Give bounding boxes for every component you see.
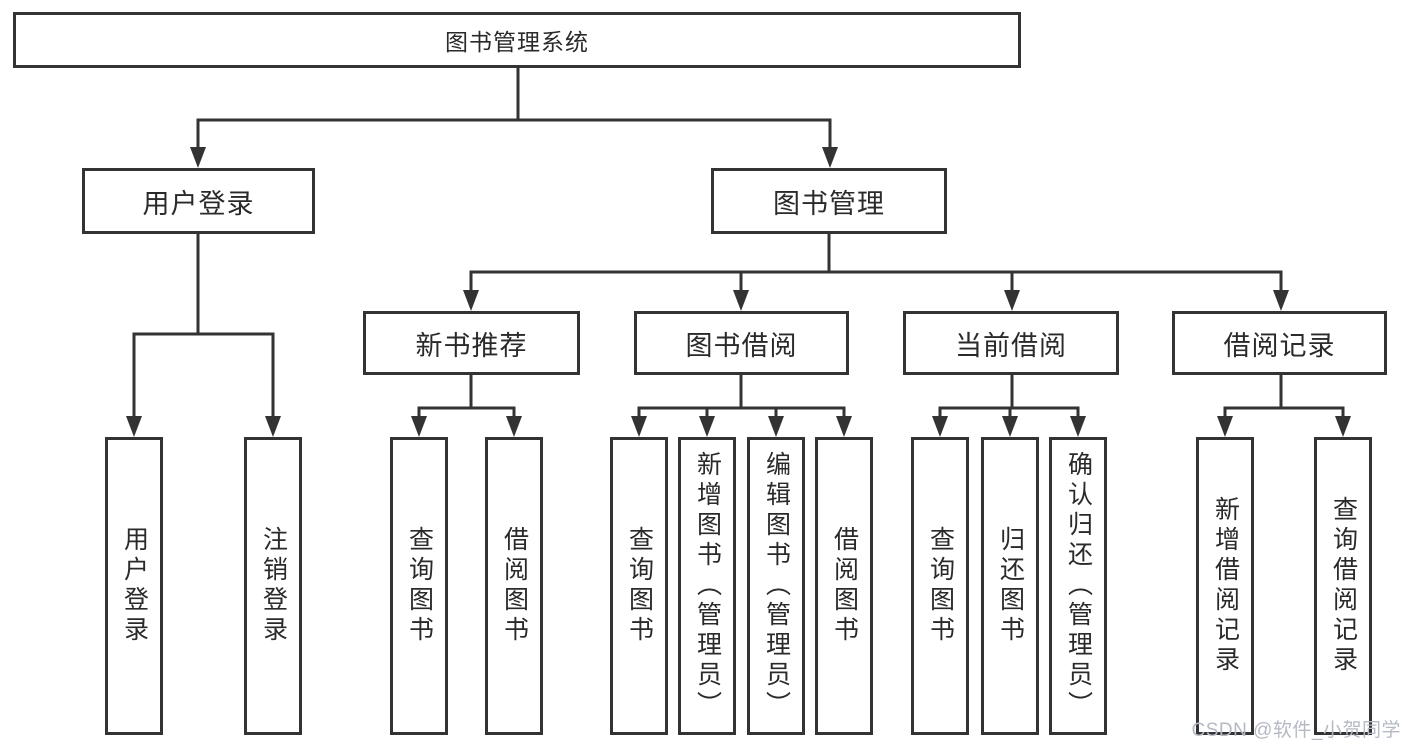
leaf-bb-query-books-label: 查询图书 xyxy=(625,526,654,646)
leaf-br-query-record: 查询借阅记录 xyxy=(1314,437,1372,735)
node-new-book-recommend: 新书推荐 xyxy=(363,311,580,375)
node-book-borrow: 图书借阅 xyxy=(634,311,849,375)
leaf-cb-return-books-label: 归还图书 xyxy=(996,526,1025,646)
node-book-management-label: 图书管理 xyxy=(773,188,885,219)
leaf-user-login-label: 用户登录 xyxy=(120,526,149,646)
leaf-bb-edit-books-admin: 编辑图书（管理员） xyxy=(747,437,805,735)
node-user-login: 用户登录 xyxy=(82,168,315,234)
node-root-label: 图书管理系统 xyxy=(445,29,589,55)
node-current-borrow-label: 当前借阅 xyxy=(955,330,1067,361)
leaf-nb-borrow-books-label: 借阅图书 xyxy=(500,526,529,646)
leaf-bb-query-books: 查询图书 xyxy=(610,437,668,735)
leaf-bb-add-books-admin-label: 新增图书（管理员） xyxy=(693,451,722,721)
node-new-book-recommend-label: 新书推荐 xyxy=(415,330,528,361)
leaf-nb-query-books-label: 查询图书 xyxy=(405,526,434,646)
node-book-management: 图书管理 xyxy=(711,168,947,234)
leaf-logout-label: 注销登录 xyxy=(259,526,288,646)
leaf-br-add-record: 新增借阅记录 xyxy=(1196,437,1254,735)
leaf-cb-query-books: 查询图书 xyxy=(911,437,969,735)
leaf-cb-return-books: 归还图书 xyxy=(981,437,1039,735)
leaf-bb-borrow-books: 借阅图书 xyxy=(815,437,873,735)
node-borrow-record-label: 借阅记录 xyxy=(1223,330,1336,361)
node-book-borrow-label: 图书借阅 xyxy=(685,330,798,361)
leaf-user-login: 用户登录 xyxy=(105,437,163,735)
leaf-nb-query-books: 查询图书 xyxy=(390,437,448,735)
leaf-cb-query-books-label: 查询图书 xyxy=(926,526,955,646)
leaf-cb-confirm-return-admin: 确认归还（管理员） xyxy=(1049,437,1107,735)
arrowheads xyxy=(126,147,1351,437)
node-current-borrow: 当前借阅 xyxy=(903,311,1119,375)
node-root: 图书管理系统 xyxy=(13,12,1021,68)
leaf-bb-add-books-admin: 新增图书（管理员） xyxy=(678,437,736,735)
leaf-bb-borrow-books-label: 借阅图书 xyxy=(830,526,859,646)
leaf-logout: 注销登录 xyxy=(244,437,302,735)
leaf-nb-borrow-books: 借阅图书 xyxy=(485,437,543,735)
leaf-cb-confirm-return-admin-label: 确认归还（管理员） xyxy=(1064,451,1093,721)
leaf-bb-edit-books-admin-label: 编辑图书（管理员） xyxy=(762,451,791,721)
csdn-watermark: CSDN @软件_小贺同学 xyxy=(1191,720,1401,741)
leaf-br-add-record-label: 新增借阅记录 xyxy=(1211,496,1240,676)
leaf-br-query-record-label: 查询借阅记录 xyxy=(1329,496,1358,676)
node-borrow-record: 借阅记录 xyxy=(1172,311,1387,375)
node-user-login-label: 用户登录 xyxy=(142,188,255,219)
